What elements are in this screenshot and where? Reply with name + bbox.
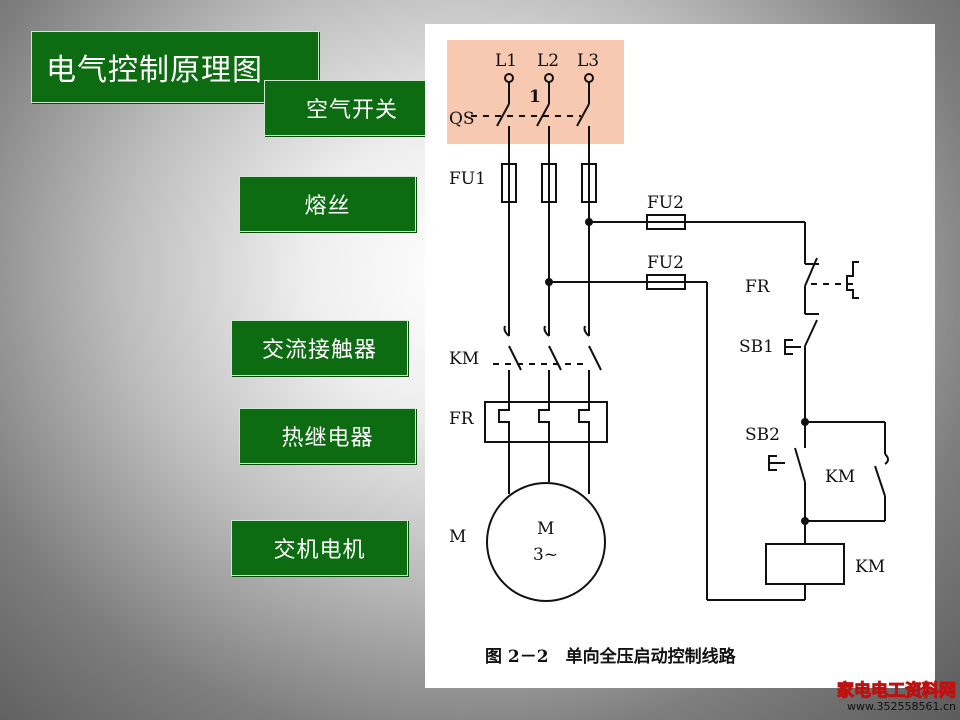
km-main-contact-2 <box>548 345 562 371</box>
callout-contactor-label: 交流接触器 <box>261 338 377 363</box>
motor-inner-m: M <box>537 519 554 539</box>
fr-nc-contact <box>804 257 818 287</box>
label-fu2-lower: FU2 <box>647 253 684 273</box>
qs-contact-3 <box>576 103 590 127</box>
circuit-diagram: L1 L2 L3 1 QS FU1 FU2 FU2 KM FR M M 3~ F… <box>447 40 889 667</box>
label-l2: L2 <box>537 51 559 71</box>
fr-heater-2 <box>538 402 550 442</box>
sb1-contact <box>804 319 818 347</box>
label-l1: L1 <box>495 51 517 71</box>
km-main-contact-1 <box>508 345 522 371</box>
callout-thermal-relay: 热继电器 <box>239 408 416 464</box>
km-main-contact-3 <box>588 345 602 371</box>
fr-thermal-actuator <box>846 261 859 299</box>
sb2-contact <box>794 447 806 483</box>
callout-motor-label: 交机电机 <box>273 538 366 563</box>
fr-heater-1 <box>498 402 510 442</box>
callout-thermal-relay-label: 热继电器 <box>281 426 374 451</box>
label-fr-ctrl: FR <box>745 277 771 297</box>
fr-heater-3 <box>578 402 590 442</box>
label-sb2: SB2 <box>745 425 780 445</box>
watermark-url: www.352558561.cn <box>847 700 956 713</box>
callout-air-switch: 空气开关 <box>264 80 440 136</box>
label-motor: M <box>449 527 466 547</box>
sb1-button-head <box>784 339 801 355</box>
qs-highlight <box>447 40 624 144</box>
callout-air-switch-label: 空气开关 <box>305 98 398 123</box>
callout-fuse: 熔丝 <box>239 176 416 232</box>
fr-thermal-element <box>484 401 608 443</box>
callout-fuse-label: 熔丝 <box>304 194 351 219</box>
label-fu2-upper: FU2 <box>647 193 684 213</box>
km-aux-contact <box>874 465 886 497</box>
highlight-number: 1 <box>529 87 541 107</box>
km-coil <box>765 543 845 585</box>
diagram-caption: 图 2－2 单向全压启动控制线路 <box>485 646 737 667</box>
motor-symbol <box>486 482 606 602</box>
circuit-diagram-panel: L1 L2 L3 1 QS FU1 FU2 FU2 KM FR M M 3~ F… <box>425 24 935 688</box>
label-l3: L3 <box>577 51 599 71</box>
label-fr-main: FR <box>449 409 475 429</box>
page-title: 电气控制原理图 <box>31 31 319 103</box>
label-km-main: KM <box>449 349 479 369</box>
qs-contact-1 <box>496 103 510 127</box>
callout-contactor: 交流接触器 <box>231 320 408 376</box>
label-fu1: FU1 <box>449 169 486 189</box>
callout-motor: 交机电机 <box>231 520 408 576</box>
label-qs: QS <box>449 109 475 129</box>
motor-inner-phase: 3~ <box>533 545 558 565</box>
sb2-button-head <box>768 455 785 471</box>
label-km-coil: KM <box>855 557 885 577</box>
label-sb1: SB1 <box>739 337 774 357</box>
label-km-aux: KM <box>825 467 855 487</box>
watermark-site-name: 家电电工资料网 <box>837 681 957 702</box>
page-title-text: 电气控制原理图 <box>46 53 263 88</box>
